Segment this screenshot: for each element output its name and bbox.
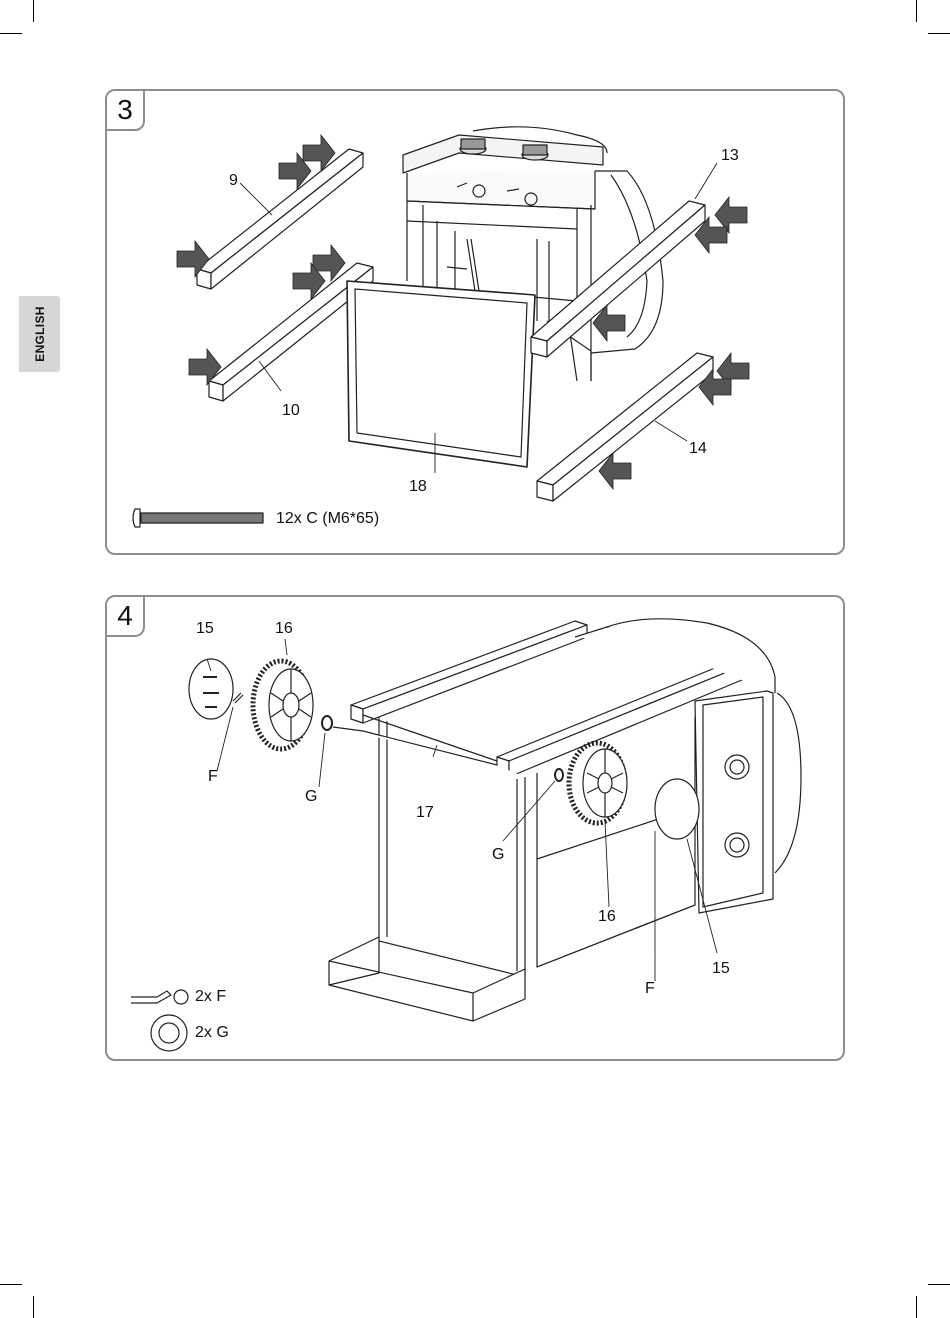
label-rail-10: 10 — [282, 403, 300, 419]
label-hubcap-15: 15 — [196, 621, 214, 637]
label-pin-f-mounted: F — [645, 981, 655, 997]
mounted-wheel-16-drawing — [569, 743, 627, 823]
language-tab-label: ENGLISH — [33, 306, 47, 361]
cart-frame-drawing — [329, 619, 801, 1021]
crop-mark — [0, 33, 22, 34]
pin-quantity-label: 2x F — [195, 989, 226, 1005]
crop-mark — [928, 33, 950, 34]
label-rail-13: 13 — [721, 148, 739, 164]
label-axle-17: 17 — [416, 805, 434, 821]
label-washer-g: G — [305, 789, 317, 805]
label-hubcap-15-mounted: 15 — [712, 961, 730, 977]
panel-18-drawing — [347, 281, 535, 467]
hardware-legend-drawing — [131, 990, 188, 1051]
washer-quantity-label: 2x G — [195, 1025, 229, 1041]
language-tab: ENGLISH — [19, 296, 60, 372]
bolt-quantity-label: 12x C (M6*65) — [276, 511, 379, 527]
label-wheel-16-mounted: 16 — [598, 909, 616, 925]
bolt-drawing — [133, 509, 263, 527]
step-3-panel: 3 9 10 13 14 18 12x C (M6*65) — [105, 89, 845, 555]
crop-mark — [916, 0, 917, 22]
crop-mark — [33, 1296, 34, 1318]
crop-mark — [0, 1284, 22, 1285]
crop-mark — [33, 0, 34, 22]
step-4-number: 4 — [105, 595, 145, 637]
label-panel-18: 18 — [409, 479, 427, 495]
mounted-hubcap-15-drawing — [655, 779, 699, 839]
wheel-16-drawing — [253, 661, 313, 749]
crop-mark — [928, 1284, 950, 1285]
label-wheel-16: 16 — [275, 621, 293, 637]
pin-f-drawing — [233, 693, 243, 703]
washer-g-drawing — [322, 716, 332, 730]
label-pin-f: F — [208, 769, 218, 785]
step-3-number: 3 — [105, 89, 145, 131]
label-rail-9: 9 — [229, 173, 238, 189]
step-4-panel: 4 15 16 F G 17 G 16 F 15 2x F 2x G — [105, 595, 845, 1061]
crop-mark — [916, 1296, 917, 1318]
hubcap-15-drawing — [189, 659, 233, 719]
rail-13-drawing — [531, 201, 705, 357]
label-rail-14: 14 — [689, 441, 707, 457]
label-washer-g-mounted: G — [492, 847, 504, 863]
